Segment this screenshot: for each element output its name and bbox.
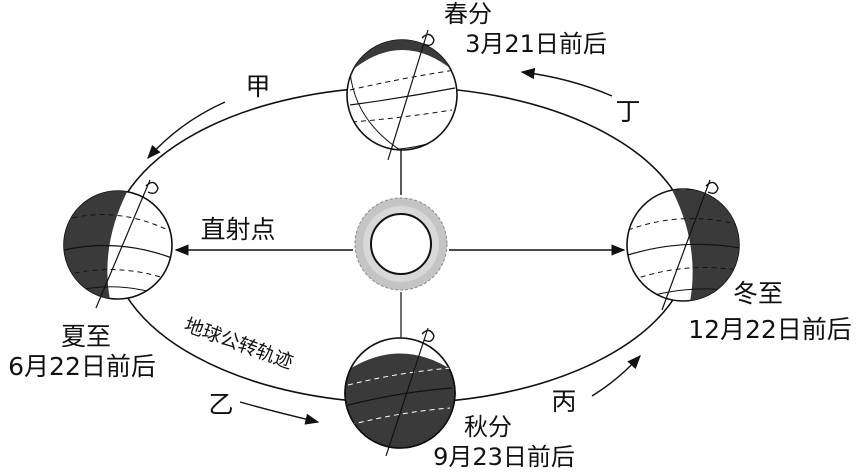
orbit-label: 地球公转轨迹 xyxy=(181,314,296,374)
arrow-label-jia: 甲 xyxy=(245,72,270,101)
summer-date: 6月22日前后 xyxy=(8,352,156,381)
sun xyxy=(355,198,447,290)
summer-name: 夏至 xyxy=(61,322,111,351)
arrow-yi xyxy=(240,402,318,422)
arrow-label-yi: 乙 xyxy=(208,390,233,419)
arrow-jia xyxy=(148,102,225,158)
arrow-label-ding: 丁 xyxy=(615,97,640,126)
earth-winter-solstice xyxy=(627,180,745,310)
arrow-ding xyxy=(522,72,612,96)
earth-summer-solstice xyxy=(60,180,172,308)
winter-date: 12月22日前后 xyxy=(688,315,852,344)
arrow-bing xyxy=(592,356,640,396)
autumn-name: 秋分 xyxy=(464,413,512,441)
autumn-date: 9月23日前后 xyxy=(433,443,575,471)
spring-date: 3月21日前后 xyxy=(465,30,607,58)
arrow-label-bing: 丙 xyxy=(551,387,576,416)
spring-name: 春分 xyxy=(444,0,492,28)
winter-name: 冬至 xyxy=(733,279,783,308)
earth-autumn-equinox xyxy=(345,328,455,456)
earth-spring-equinox xyxy=(347,30,457,160)
subsolar-point-label: 直射点 xyxy=(200,215,275,244)
